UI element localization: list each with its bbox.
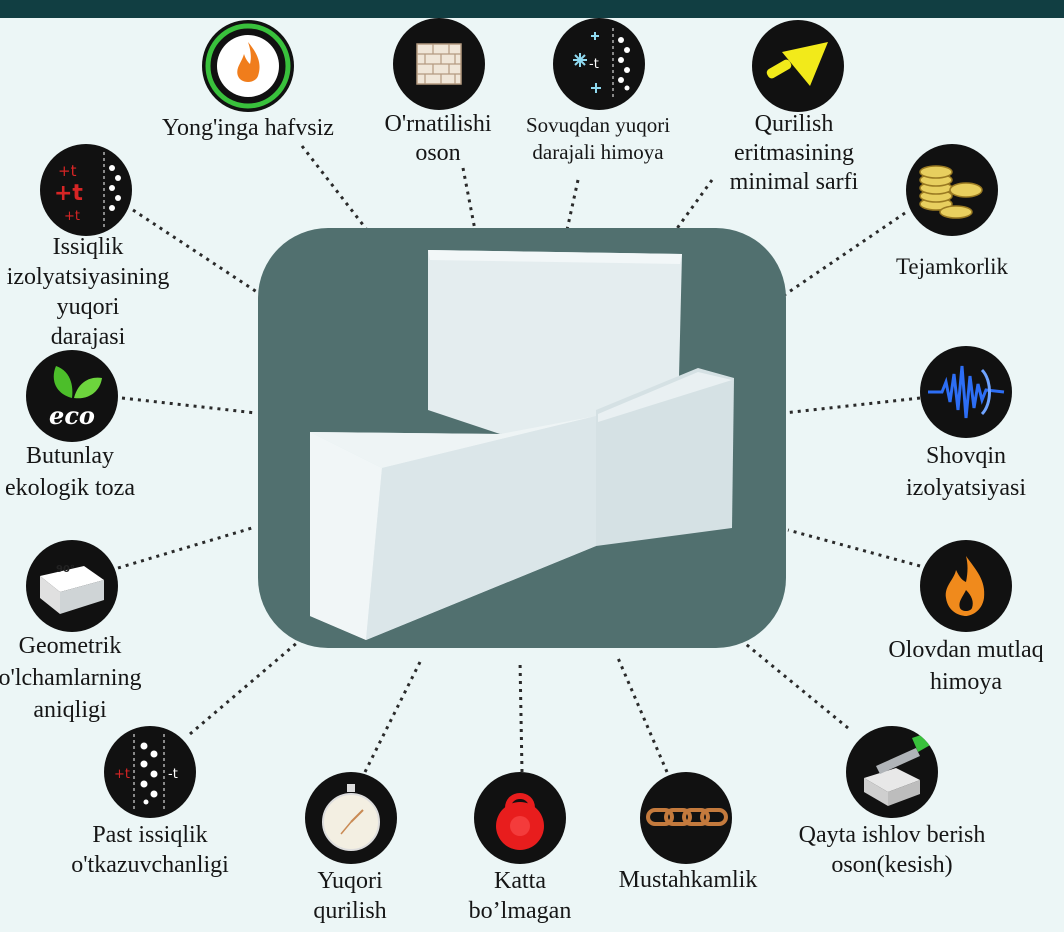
label-fire-protection: Olovdan mutlaq himoya [888,637,1044,695]
snowflake-temperature-icon: -t [553,18,645,110]
svg-text:+t: +t [64,209,80,224]
svg-text:-t: -t [168,767,178,782]
label-geometry: Geometrik o'lchamlarning aniqligi [0,633,142,723]
label-low-conductivity: Past issiqlik o'tkazuvchanligi [71,822,229,878]
svg-text:+t: +t [58,162,77,180]
svg-text:+t: +t [114,767,130,782]
label-easy-cutting: Qayta ishlov berish oson(kesish) [798,822,986,878]
chain-icon [640,772,732,864]
brick-wall-icon [393,18,485,110]
svg-text:+t: +t [54,181,83,206]
block-angle-icon: 90° [26,540,118,632]
label-heat-insulation: Issiqlik izolyatsiyasining yuqori daraja… [6,234,170,350]
sound-wave-icon [920,346,1012,438]
thermal-conductivity-icon: +t -t [104,726,196,818]
svg-text:-t: -t [589,57,599,72]
trowel-icon [752,20,844,112]
label-strength: Mustahkamlik [618,867,758,893]
label-fast-build: Yuqori qurilish [313,868,387,924]
svg-text:eco: eco [49,401,95,430]
label-eco: Butunlay ekologik toza [5,443,135,501]
svg-text:90°: 90° [56,564,75,575]
label-mortar-usage: Qurilish eritmasining minimal sarfi [729,111,859,195]
flame-icon [202,20,294,112]
aerated-blocks-image [258,228,786,648]
label-easy-install: O'rnatilishi oson [384,111,492,166]
kettlebell-icon [474,772,566,864]
label-economy: Tejamkorlik [895,254,1009,279]
stopwatch-icon [305,772,397,864]
fire-icon [920,540,1012,632]
label-fire-safe: Yong'inga hafvsiz [162,115,334,141]
label-cold-protection: Sovuqdan yuqori darajali himoya [525,113,671,164]
heat-temperature-icon: +t +t +t [40,144,132,236]
coins-icon [906,144,998,236]
label-light-weight: Katta bo’lmagan [468,868,572,924]
eco-leaf-icon: eco [26,350,118,442]
label-noise-insulation: Shovqin izolyatsiyasi [906,443,1026,501]
top-bar [0,0,1064,18]
saw-cutting-icon [846,726,938,818]
